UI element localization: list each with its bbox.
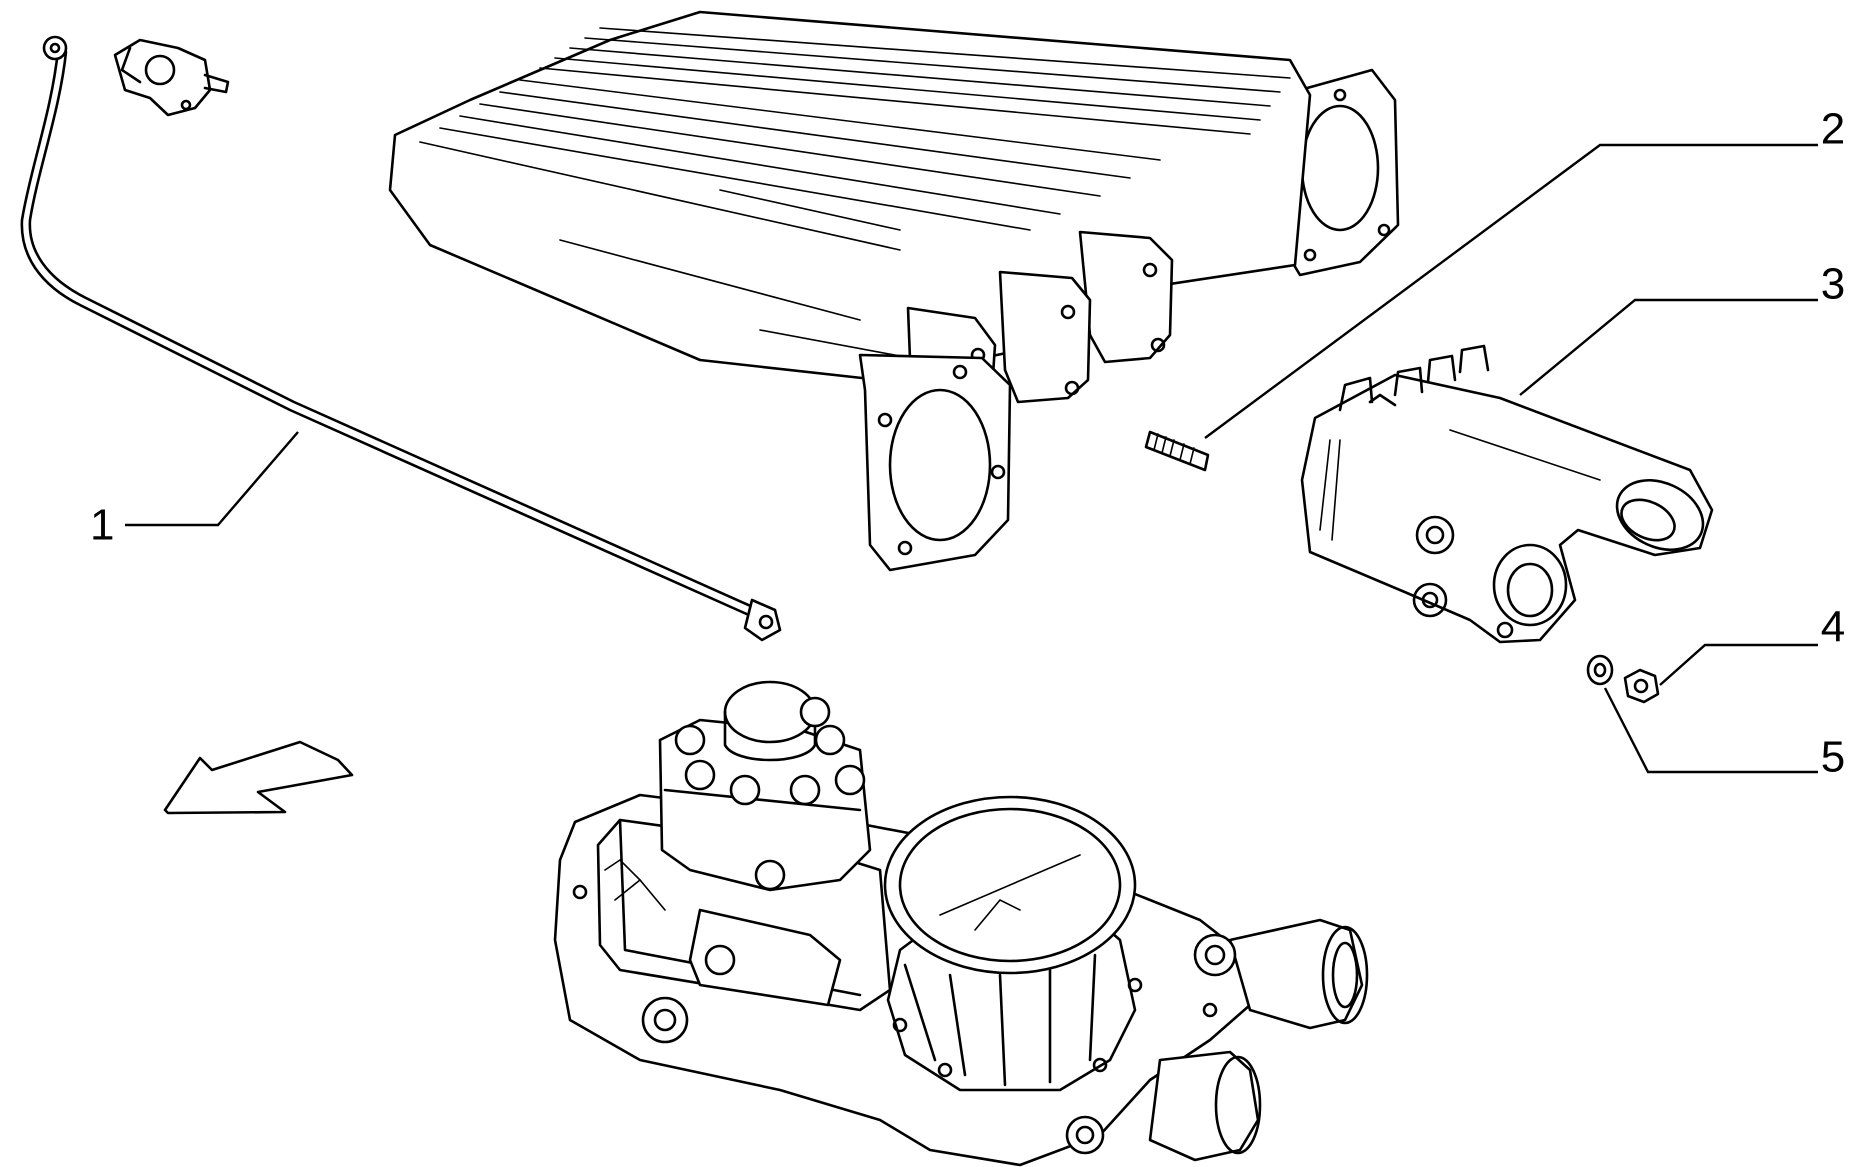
hex-nut <box>1623 668 1660 704</box>
callout-4: 4 <box>1821 603 1845 652</box>
leader-lines <box>125 143 1818 774</box>
leader-1 <box>125 431 299 527</box>
callout-3: 3 <box>1821 260 1845 309</box>
front-direction-arrow-icon <box>163 740 354 815</box>
leader-2 <box>1204 143 1818 439</box>
idle-air-sensor <box>113 38 230 117</box>
support-bracket <box>1300 344 1714 644</box>
callout-labels: 1 2 3 4 5 <box>90 105 1845 782</box>
callout-2: 2 <box>1821 105 1845 154</box>
callout-1: 1 <box>90 501 114 550</box>
leader-3 <box>1519 298 1818 396</box>
threaded-stud <box>1144 430 1210 472</box>
leader-4 <box>1659 643 1818 686</box>
pump-assembly <box>553 680 1369 1167</box>
callout-5: 5 <box>1821 733 1845 782</box>
intake-manifold <box>388 10 1400 572</box>
wire-harness-cable <box>20 35 782 642</box>
leader-5 <box>1603 687 1818 774</box>
flat-washer <box>1586 654 1614 686</box>
